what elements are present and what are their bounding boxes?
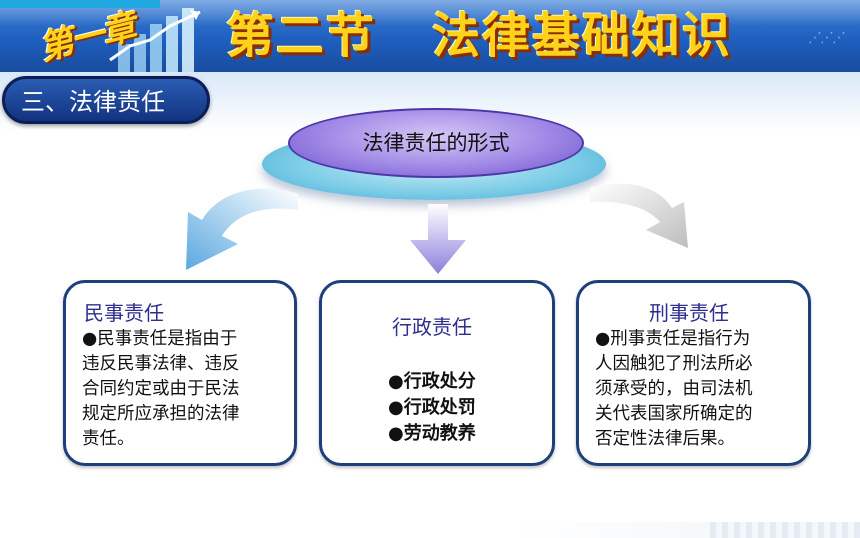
center-ellipse: [288, 108, 584, 178]
administrative-liability-list: ●行政处分 ●行政处罚 ●劳动教养: [388, 369, 476, 447]
header-banner: 第一章 第二节 法律基础知识 ⋰⋰⋰: [0, 0, 860, 72]
civil-line: 违反民事法律、违反: [82, 354, 240, 374]
subtitle-label: 三、法律责任: [21, 88, 165, 116]
criminal-liability-box: 刑事责任 ●刑事责任是指行为 人因触犯了刑法所必 须承受的，由司法机 关代表国家…: [576, 280, 811, 466]
footer-strip: [0, 522, 860, 538]
down-arrow-center-icon: [410, 204, 466, 274]
criminal-liability-title: 刑事责任: [649, 301, 729, 325]
curved-arrow-left-icon: [186, 188, 298, 270]
header-top-strip: [0, 0, 160, 8]
criminal-line: 须承受的，由司法机: [595, 379, 753, 399]
criminal-line: 人因触犯了刑法所必: [595, 354, 753, 374]
civil-line: 合同约定或由于民法: [82, 379, 240, 399]
administrative-liability-title: 行政责任: [392, 315, 472, 339]
administrative-liability-box: 行政责任 ●行政处分 ●行政处罚 ●劳动教养: [319, 280, 555, 466]
list-item: ●行政处分: [388, 371, 476, 392]
criminal-line: 否定性法律后果。: [595, 429, 735, 449]
civil-line: ●民事责任是指由于: [82, 329, 238, 349]
criminal-liability-text: ●刑事责任是指行为 人因触犯了刑法所必 须承受的，由司法机 关代表国家所确定的 …: [595, 327, 753, 452]
civil-line: 责任。: [82, 429, 135, 449]
civil-liability-box: 民事责任 ●民事责任是指由于 违反民事法律、违反 合同约定或由于民法 规定所应承…: [63, 280, 297, 466]
civil-liability-title: 民事责任: [84, 301, 164, 325]
subtitle-tab: 三、法律责任: [2, 76, 210, 124]
center-label: 法律责任的形式: [362, 131, 510, 155]
section-title: 第二节 法律基础知识: [226, 8, 733, 64]
civil-line: 规定所应承担的法律: [82, 404, 240, 424]
list-item: ●劳动教养: [388, 423, 476, 444]
bar-chart-growth-icon: [109, 8, 201, 72]
dots-icon: ⋰⋰⋰: [808, 30, 846, 46]
criminal-line: 关代表国家所确定的: [595, 404, 753, 424]
footer-corner-pattern: [710, 522, 860, 538]
civil-liability-text: ●民事责任是指由于 违反民事法律、违反 合同约定或由于民法 规定所应承担的法律 …: [82, 327, 240, 452]
list-item: ●行政处罚: [388, 397, 476, 418]
criminal-line: ●刑事责任是指行为: [595, 329, 751, 349]
curved-arrow-right-icon: [590, 183, 688, 248]
